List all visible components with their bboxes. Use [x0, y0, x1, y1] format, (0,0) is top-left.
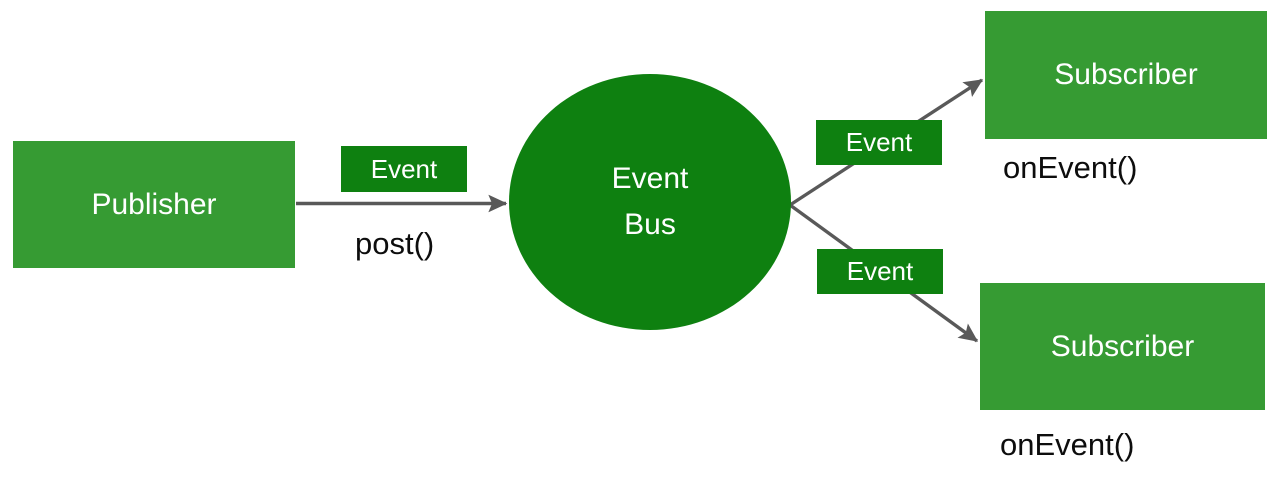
edge-label-event-bottom: Event: [817, 249, 943, 294]
edge-label-event-bottom-text: Event: [846, 256, 914, 286]
edge-label-event-top: Event: [816, 120, 942, 165]
node-subscriber-top-label: Subscriber: [1054, 58, 1198, 92]
node-publisher[interactable]: Publisher: [13, 141, 295, 268]
node-event-bus[interactable]: Event Bus: [509, 74, 791, 330]
edge-label-event-top-text: Event: [845, 127, 913, 157]
node-event-bus-label-line1: Event: [611, 162, 689, 196]
method-label-onevent-top: onEvent(): [1003, 150, 1138, 185]
method-label-onevent-bottom: onEvent(): [1000, 427, 1135, 462]
edge-label-event-post-text: Event: [370, 153, 438, 184]
method-label-post: post(): [355, 226, 435, 261]
edge-label-event-post: Event: [341, 146, 467, 192]
node-event-bus-label-line2: Bus: [624, 208, 676, 241]
node-subscriber-top[interactable]: Subscriber: [985, 11, 1267, 139]
node-publisher-label: Publisher: [91, 187, 217, 221]
node-subscriber-bottom-label: Subscriber: [1050, 329, 1195, 363]
node-subscriber-bottom[interactable]: Subscriber: [980, 283, 1265, 410]
